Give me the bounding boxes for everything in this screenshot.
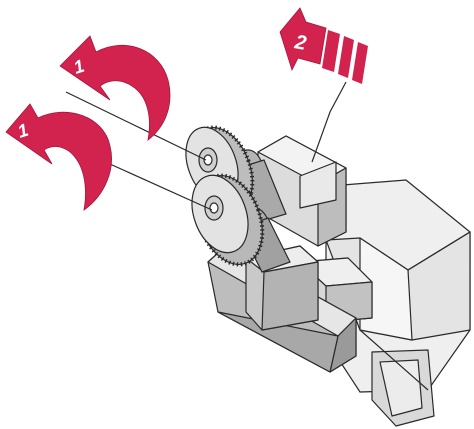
push-left-arrow-icon: 2: [280, 8, 368, 84]
leader-line: [312, 82, 346, 162]
curved-rotate-arrow-icon: 1: [6, 104, 112, 210]
